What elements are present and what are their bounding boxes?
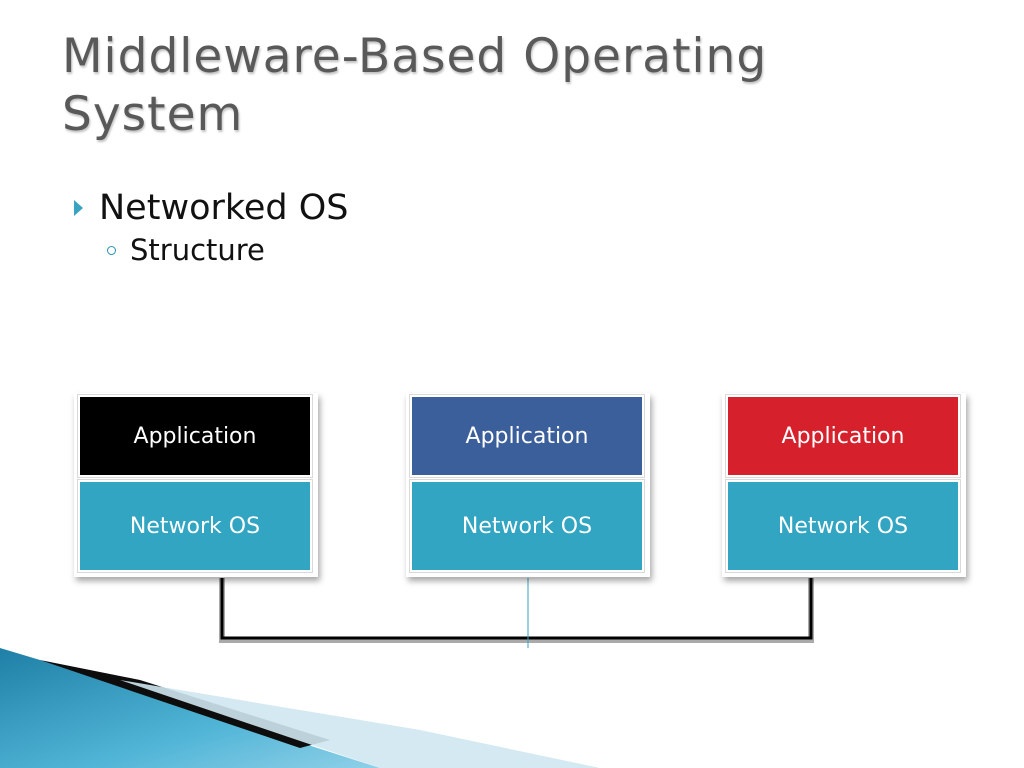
application-box-2: Application bbox=[409, 394, 645, 478]
network-os-box-1: Network OS bbox=[77, 479, 313, 573]
application-box-1: Application bbox=[77, 394, 313, 478]
machine-stack-1: Application Network OS bbox=[74, 393, 318, 577]
machine-stack-2: Application Network OS bbox=[406, 393, 650, 577]
application-box-3: Application bbox=[725, 394, 961, 478]
network-os-box-3: Network OS bbox=[725, 479, 961, 573]
network-os-box-2: Network OS bbox=[409, 479, 645, 573]
bullet-level2-text: Structure bbox=[130, 233, 265, 267]
bullet-level1: Networked OS bbox=[74, 188, 349, 228]
ring-bullet-icon bbox=[107, 245, 116, 255]
triangle-bullet-icon bbox=[74, 200, 83, 216]
slide-title: Middleware-Based Operating System bbox=[62, 29, 768, 142]
bullet-level1-text: Networked OS bbox=[99, 188, 349, 228]
bullet-level2: Structure bbox=[107, 233, 265, 267]
machine-stack-3: Application Network OS bbox=[722, 393, 966, 577]
